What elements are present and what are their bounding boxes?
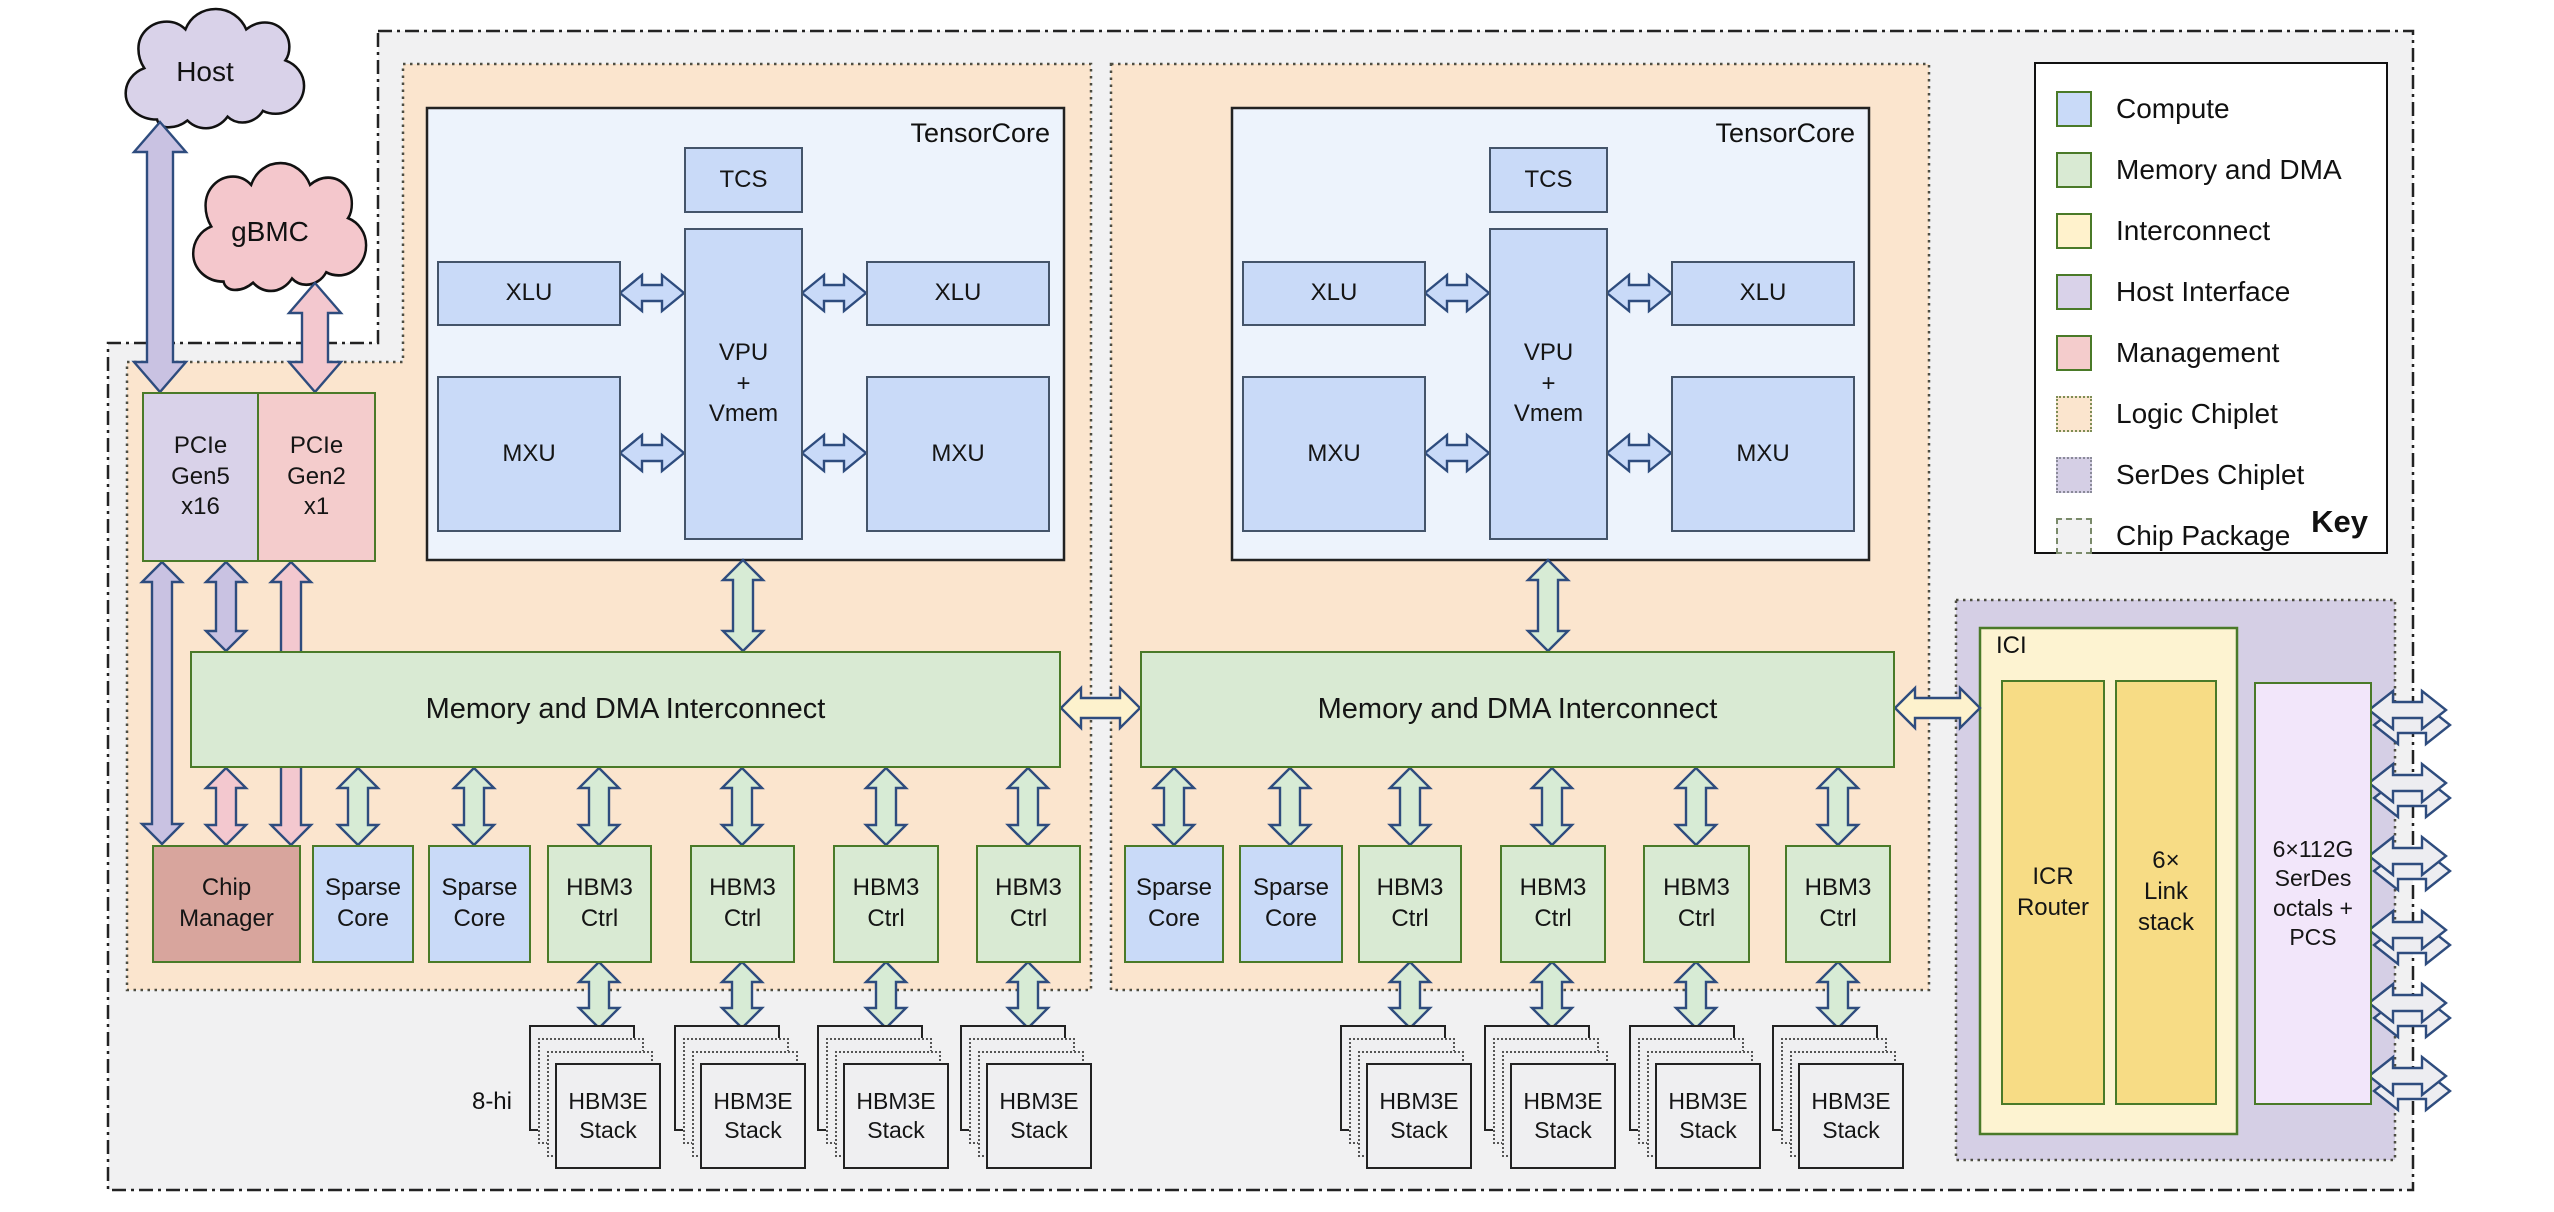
legend-item-logic-chiplet: Logic Chiplet	[2056, 383, 2386, 444]
sparse-core-block-1: Sparse Core	[312, 845, 414, 963]
hbm3-ctrl-block-6: HBM3 Ctrl	[1500, 845, 1606, 963]
legend-item-chip-package: Chip Package	[2056, 505, 2386, 566]
legend-item-serdes-chiplet: SerDes Chiplet	[2056, 444, 2386, 505]
hbm3-ctrl-block-2: HBM3 Ctrl	[690, 845, 795, 963]
stack-height-label: 8-hi	[471, 1088, 512, 1115]
hbm3e-stack-block-8: HBM3E Stack	[1798, 1063, 1904, 1169]
legend-item-management: Management	[2056, 322, 2386, 383]
interconnect-swatch	[2056, 212, 2092, 249]
legend-item-label: Memory and DMA	[2116, 153, 2342, 185]
mxu-block-2-right: MXU	[1671, 376, 1855, 532]
legend-item-label: Logic Chiplet	[2116, 397, 2278, 429]
legend-item-compute: Compute	[2056, 78, 2386, 139]
host-cloud-label: Host	[176, 56, 234, 87]
host-cloud	[124, 7, 306, 130]
mxu-block-2-left: MXU	[1242, 376, 1426, 532]
legend-item-memory-dma: Memory and DMA	[2056, 139, 2386, 200]
sparse-core-block-2: Sparse Core	[428, 845, 531, 963]
link-stack-block: 6× Link stack	[2115, 680, 2217, 1105]
icr-router-block: ICR Router	[2001, 680, 2105, 1105]
tcs-block-1: TCS	[684, 147, 803, 213]
tensorcore-2-title: TensorCore	[1715, 118, 1855, 148]
serdes-octals-block: 6×112G SerDes octals + PCS	[2254, 682, 2372, 1105]
legend-item-label: SerDes Chiplet	[2116, 458, 2305, 490]
xlu-block-1-right: XLU	[866, 261, 1050, 326]
arrow-serdes-link-6	[2367, 1054, 2448, 1098]
mxu-block-1-left: MXU	[437, 376, 621, 532]
arrow-serdes-link-4	[2367, 908, 2448, 952]
arrow-interconnect2-ici	[1893, 685, 1982, 731]
logic-chiplet-swatch	[2056, 395, 2092, 432]
legend-item-label: Chip Package	[2116, 519, 2291, 551]
host-interface-swatch	[2056, 273, 2092, 310]
hbm3e-stack-block-6: HBM3E Stack	[1510, 1063, 1616, 1169]
tcs-block-2: TCS	[1489, 147, 1608, 213]
hbm3e-stack-block-4: HBM3E Stack	[986, 1063, 1092, 1169]
sparse-core-block-3: Sparse Core	[1124, 845, 1224, 963]
tensorcore-1-title: TensorCore	[910, 118, 1050, 148]
arrow-serdes-link-1	[2367, 688, 2448, 732]
legend-item-label: Interconnect	[2116, 214, 2271, 246]
legend-item-label: Host Interface	[2116, 275, 2291, 307]
chip-package-swatch	[2056, 517, 2092, 554]
hbm3e-stack-block-3: HBM3E Stack	[843, 1063, 949, 1169]
memory-dma-interconnect-2: Memory and DMA Interconnect	[1140, 651, 1895, 768]
serdes-chiplet-swatch	[2056, 456, 2092, 493]
arrow-serdes-link-3	[2367, 834, 2448, 878]
hbm3-ctrl-block-3: HBM3 Ctrl	[833, 845, 939, 963]
ici-title: ICI	[1996, 632, 2027, 659]
hbm3e-stack-block-7: HBM3E Stack	[1655, 1063, 1761, 1169]
hbm3-ctrl-block-1: HBM3 Ctrl	[547, 845, 652, 963]
hbm3e-stack-block-2: HBM3E Stack	[700, 1063, 806, 1169]
compute-swatch	[2056, 90, 2092, 127]
gbmc-cloud	[191, 161, 368, 293]
gbmc-cloud-label: gBMC	[231, 216, 309, 247]
legend: Compute Memory and DMA Interconnect Host…	[2034, 62, 2388, 554]
arrow-serdes-link-5	[2367, 981, 2448, 1025]
hbm3-ctrl-block-7: HBM3 Ctrl	[1643, 845, 1750, 963]
hbm3-ctrl-block-4: HBM3 Ctrl	[976, 845, 1081, 963]
legend-title: Key	[2311, 504, 2368, 539]
hbm3-ctrl-block-8: HBM3 Ctrl	[1785, 845, 1891, 963]
legend-item-interconnect: Interconnect	[2056, 200, 2386, 261]
memory-dma-swatch	[2056, 151, 2092, 188]
memory-dma-interconnect-1: Memory and DMA Interconnect	[190, 651, 1061, 768]
legend-item-label: Compute	[2116, 92, 2230, 124]
hbm3e-stack-block-5: HBM3E Stack	[1366, 1063, 1472, 1169]
pcie-gen2-block: PCIe Gen2 x1	[257, 392, 376, 562]
sparse-core-block-4: Sparse Core	[1239, 845, 1343, 963]
hbm3-ctrl-block-5: HBM3 Ctrl	[1358, 845, 1462, 963]
xlu-block-1-left: XLU	[437, 261, 621, 326]
vpu-vmem-block-1: VPU + Vmem	[684, 228, 803, 540]
mxu-block-1-right: MXU	[866, 376, 1050, 532]
xlu-block-2-right: XLU	[1671, 261, 1855, 326]
arrows	[131, 120, 2452, 1113]
legend-item-label: Management	[2116, 336, 2280, 368]
arrow-pcie5-chip-manager	[139, 560, 185, 846]
hbm3e-stack-block-1: HBM3E Stack	[555, 1063, 661, 1169]
pcie-gen5-block: PCIe Gen5 x16	[142, 392, 259, 562]
vpu-vmem-block-2: VPU + Vmem	[1489, 228, 1608, 540]
xlu-block-2-left: XLU	[1242, 261, 1426, 326]
arrow-serdes-link-2	[2367, 761, 2448, 805]
chip-manager-block: Chip Manager	[152, 845, 301, 963]
management-swatch	[2056, 334, 2092, 371]
legend-item-host-interface: Host Interface	[2056, 261, 2386, 322]
